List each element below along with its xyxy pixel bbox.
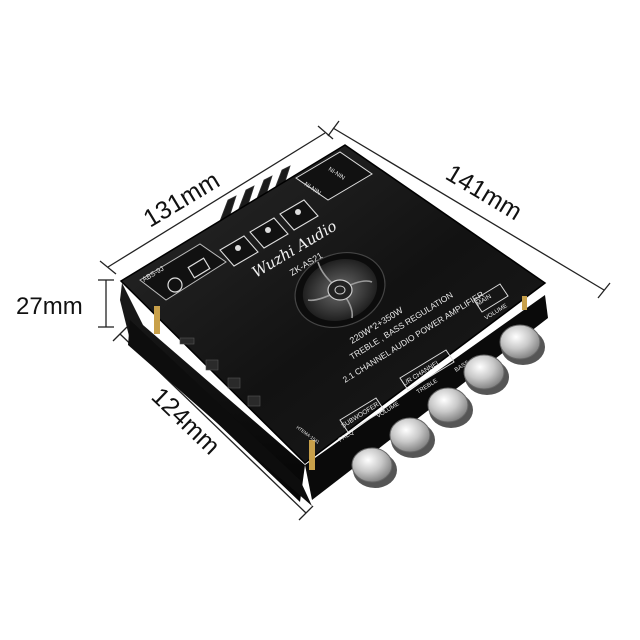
- knob-main-volume[interactable]: [499, 324, 545, 365]
- dim-line-top-left: [107, 132, 326, 268]
- speaker-icons: [235, 209, 301, 251]
- cooling-fan: [294, 252, 386, 328]
- knob-sub-freq[interactable]: [351, 447, 397, 488]
- dim-label-top-left: 131mm: [139, 166, 225, 233]
- input-panel: [139, 243, 227, 301]
- rca-jack: [187, 257, 211, 279]
- dim-label-top-right: 141mm: [441, 159, 527, 226]
- amplifier-board: ABS-9J NI-NIN NI-NIN Wuzhi Audio ZK-AS21: [119, 144, 548, 506]
- knob-bass[interactable]: [463, 354, 509, 395]
- knob-sub-volume[interactable]: [389, 417, 435, 458]
- fan-logo: [327, 279, 353, 301]
- side-connectors: [179, 337, 261, 407]
- knob-treble[interactable]: [427, 387, 473, 428]
- standoffs: [154, 296, 527, 470]
- power-panel: [295, 151, 373, 201]
- control-label-boxes: [339, 283, 509, 433]
- dim-line-top-right: [332, 127, 605, 291]
- speaker-output-panel: [219, 199, 319, 267]
- dim-label-height: 27mm: [16, 293, 83, 320]
- pcb-bottom: [128, 320, 312, 506]
- bluetooth-icon: [167, 277, 183, 293]
